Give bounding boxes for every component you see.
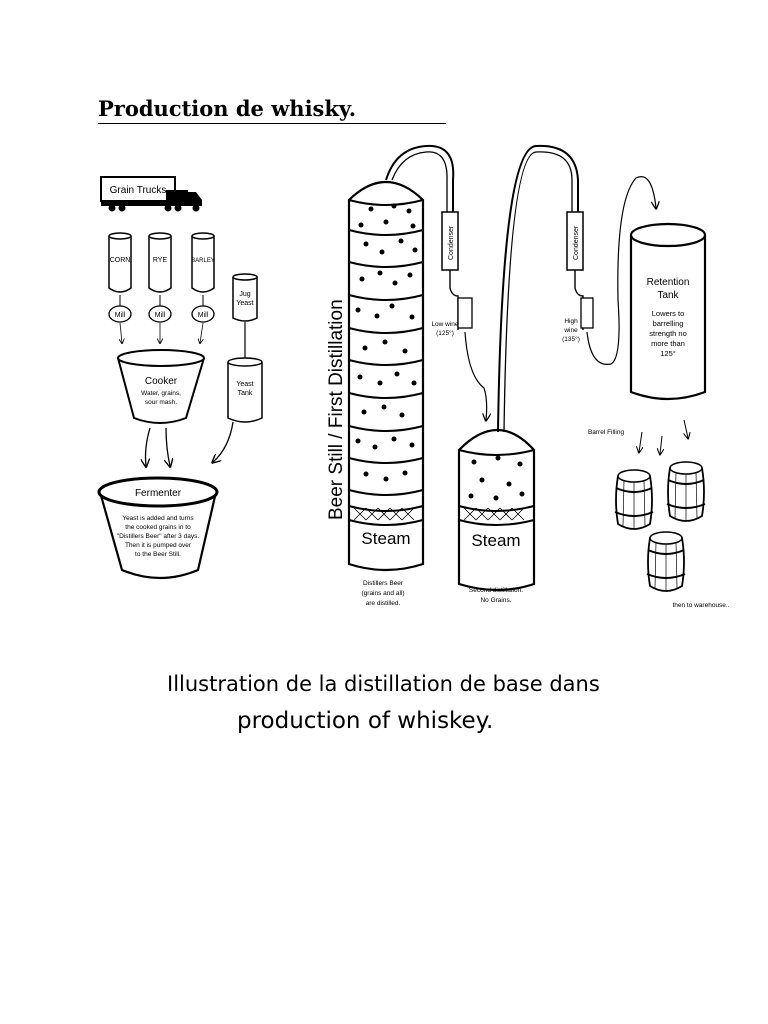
cooker-title: Cooker — [145, 376, 178, 387]
high-wine-label-1: High — [564, 318, 578, 325]
fermenter: Fermenter Yeast is added and turns the c… — [97, 476, 219, 580]
cooker-desc-2: sour mash. — [145, 399, 177, 406]
yeast-tank-label-1: Yeast — [236, 381, 253, 388]
fermenter-desc-5: to the Beer Still. — [135, 551, 181, 558]
grain-tube-corn: CORN Mill — [108, 232, 132, 343]
high-wine-label-3: (135°) — [562, 335, 580, 343]
steam-label-2: Steam — [471, 531, 520, 550]
beer-still-label: Beer Still / First Distillation — [326, 299, 347, 520]
fermenter-desc-2: the cooked grains in to — [125, 524, 191, 531]
steam-label-1: Steam — [361, 529, 410, 548]
barrel-filling-arrows — [639, 419, 688, 454]
retention-tank: Retention Tank Lowers to barrelling stre… — [629, 222, 707, 401]
second-distillation-note-2: No Grains. — [480, 597, 511, 604]
distillers-beer-note-1: Distillers Beer — [363, 580, 404, 587]
second-still: Steam — [457, 428, 536, 592]
distillers-beer-note-2: (grains and all) — [362, 590, 405, 597]
mill-label-rye: Mill — [155, 312, 166, 319]
mill-label-barley: Mill — [198, 312, 209, 319]
still-bubbles — [355, 203, 418, 482]
mill-label-corn: Mill — [115, 312, 126, 319]
second-still-bubbles — [468, 455, 525, 501]
grain-tube-barley: BARLEY Mill — [191, 232, 215, 343]
barrel-icon — [666, 461, 706, 522]
fermenter-desc-4: Then it is pumped over — [125, 542, 192, 549]
barrel-filling-label: Barrel Filling — [588, 429, 625, 436]
low-wine-label-1: Low wine — [431, 321, 458, 328]
fermenter-desc-1: Yeast is added and turns — [122, 515, 194, 522]
grain-corn-label: CORN — [110, 257, 131, 264]
retention-tank-title-2: Tank — [657, 290, 679, 301]
grain-barley-label: BARLEY — [191, 258, 215, 264]
condenser-label-2: Condenser — [573, 225, 580, 260]
diagram-svg: Grain Trucks CORN Mill RYE Mill — [97, 144, 730, 609]
distillers-beer-note-3: are distilled. — [366, 600, 401, 607]
retention-tank-desc-4: more than — [651, 339, 685, 348]
retention-tank-desc-5: 125° — [660, 349, 676, 358]
retention-tank-desc-2: barrelling — [653, 319, 684, 328]
yeast-tank-label-2: Tank — [238, 390, 253, 397]
retention-tank-title-1: Retention — [647, 277, 690, 288]
fermenter-desc-3: "Distillers Beer" after 3 days. — [117, 533, 199, 540]
figure-caption-line-2: production of whiskey. — [237, 708, 494, 734]
yeast-tank: Yeast Tank — [213, 357, 263, 462]
jug-yeast-label-1: Jug — [239, 291, 250, 298]
condenser-label-1: Condenser — [448, 225, 455, 260]
retention-tank-desc-3: strength no — [649, 329, 687, 338]
retention-tank-desc-1: Lowers to — [652, 309, 685, 318]
beer-still-column: Steam — [347, 180, 425, 572]
low-wine-label-2: (125°) — [436, 329, 454, 337]
grain-truck-icon: Grain Trucks — [100, 176, 202, 212]
warehouse-note: then to warehouse.. — [672, 602, 729, 609]
high-wine-label-2: wine — [563, 327, 578, 334]
barrel-icon — [614, 469, 654, 530]
jug-yeast-label-2: Yeast — [236, 300, 253, 307]
whisky-production-diagram: Grain Trucks CORN Mill RYE Mill — [96, 140, 736, 615]
grain-tube-rye: RYE Mill — [148, 232, 172, 343]
document-heading: Production de whisky. — [98, 96, 446, 124]
second-distillation-note-1: Second distillation. — [469, 587, 523, 594]
grain-rye-label: RYE — [153, 257, 168, 264]
barrel-icon — [646, 531, 686, 592]
first-condenser: Condenser Low wine (125°) — [385, 144, 487, 420]
fermenter-title: Fermenter — [135, 488, 182, 499]
second-condenser: Condenser High wine (135°) — [497, 144, 656, 433]
jug-yeast: Jug Yeast — [232, 273, 258, 362]
cooker: Cooker Water, grains, sour mash. — [117, 349, 205, 466]
grain-trucks-label: Grain Trucks — [110, 185, 167, 196]
cooker-desc-1: Water, grains, — [141, 390, 181, 397]
figure-caption-line-1: Illustration de la distillation de base … — [167, 672, 600, 696]
